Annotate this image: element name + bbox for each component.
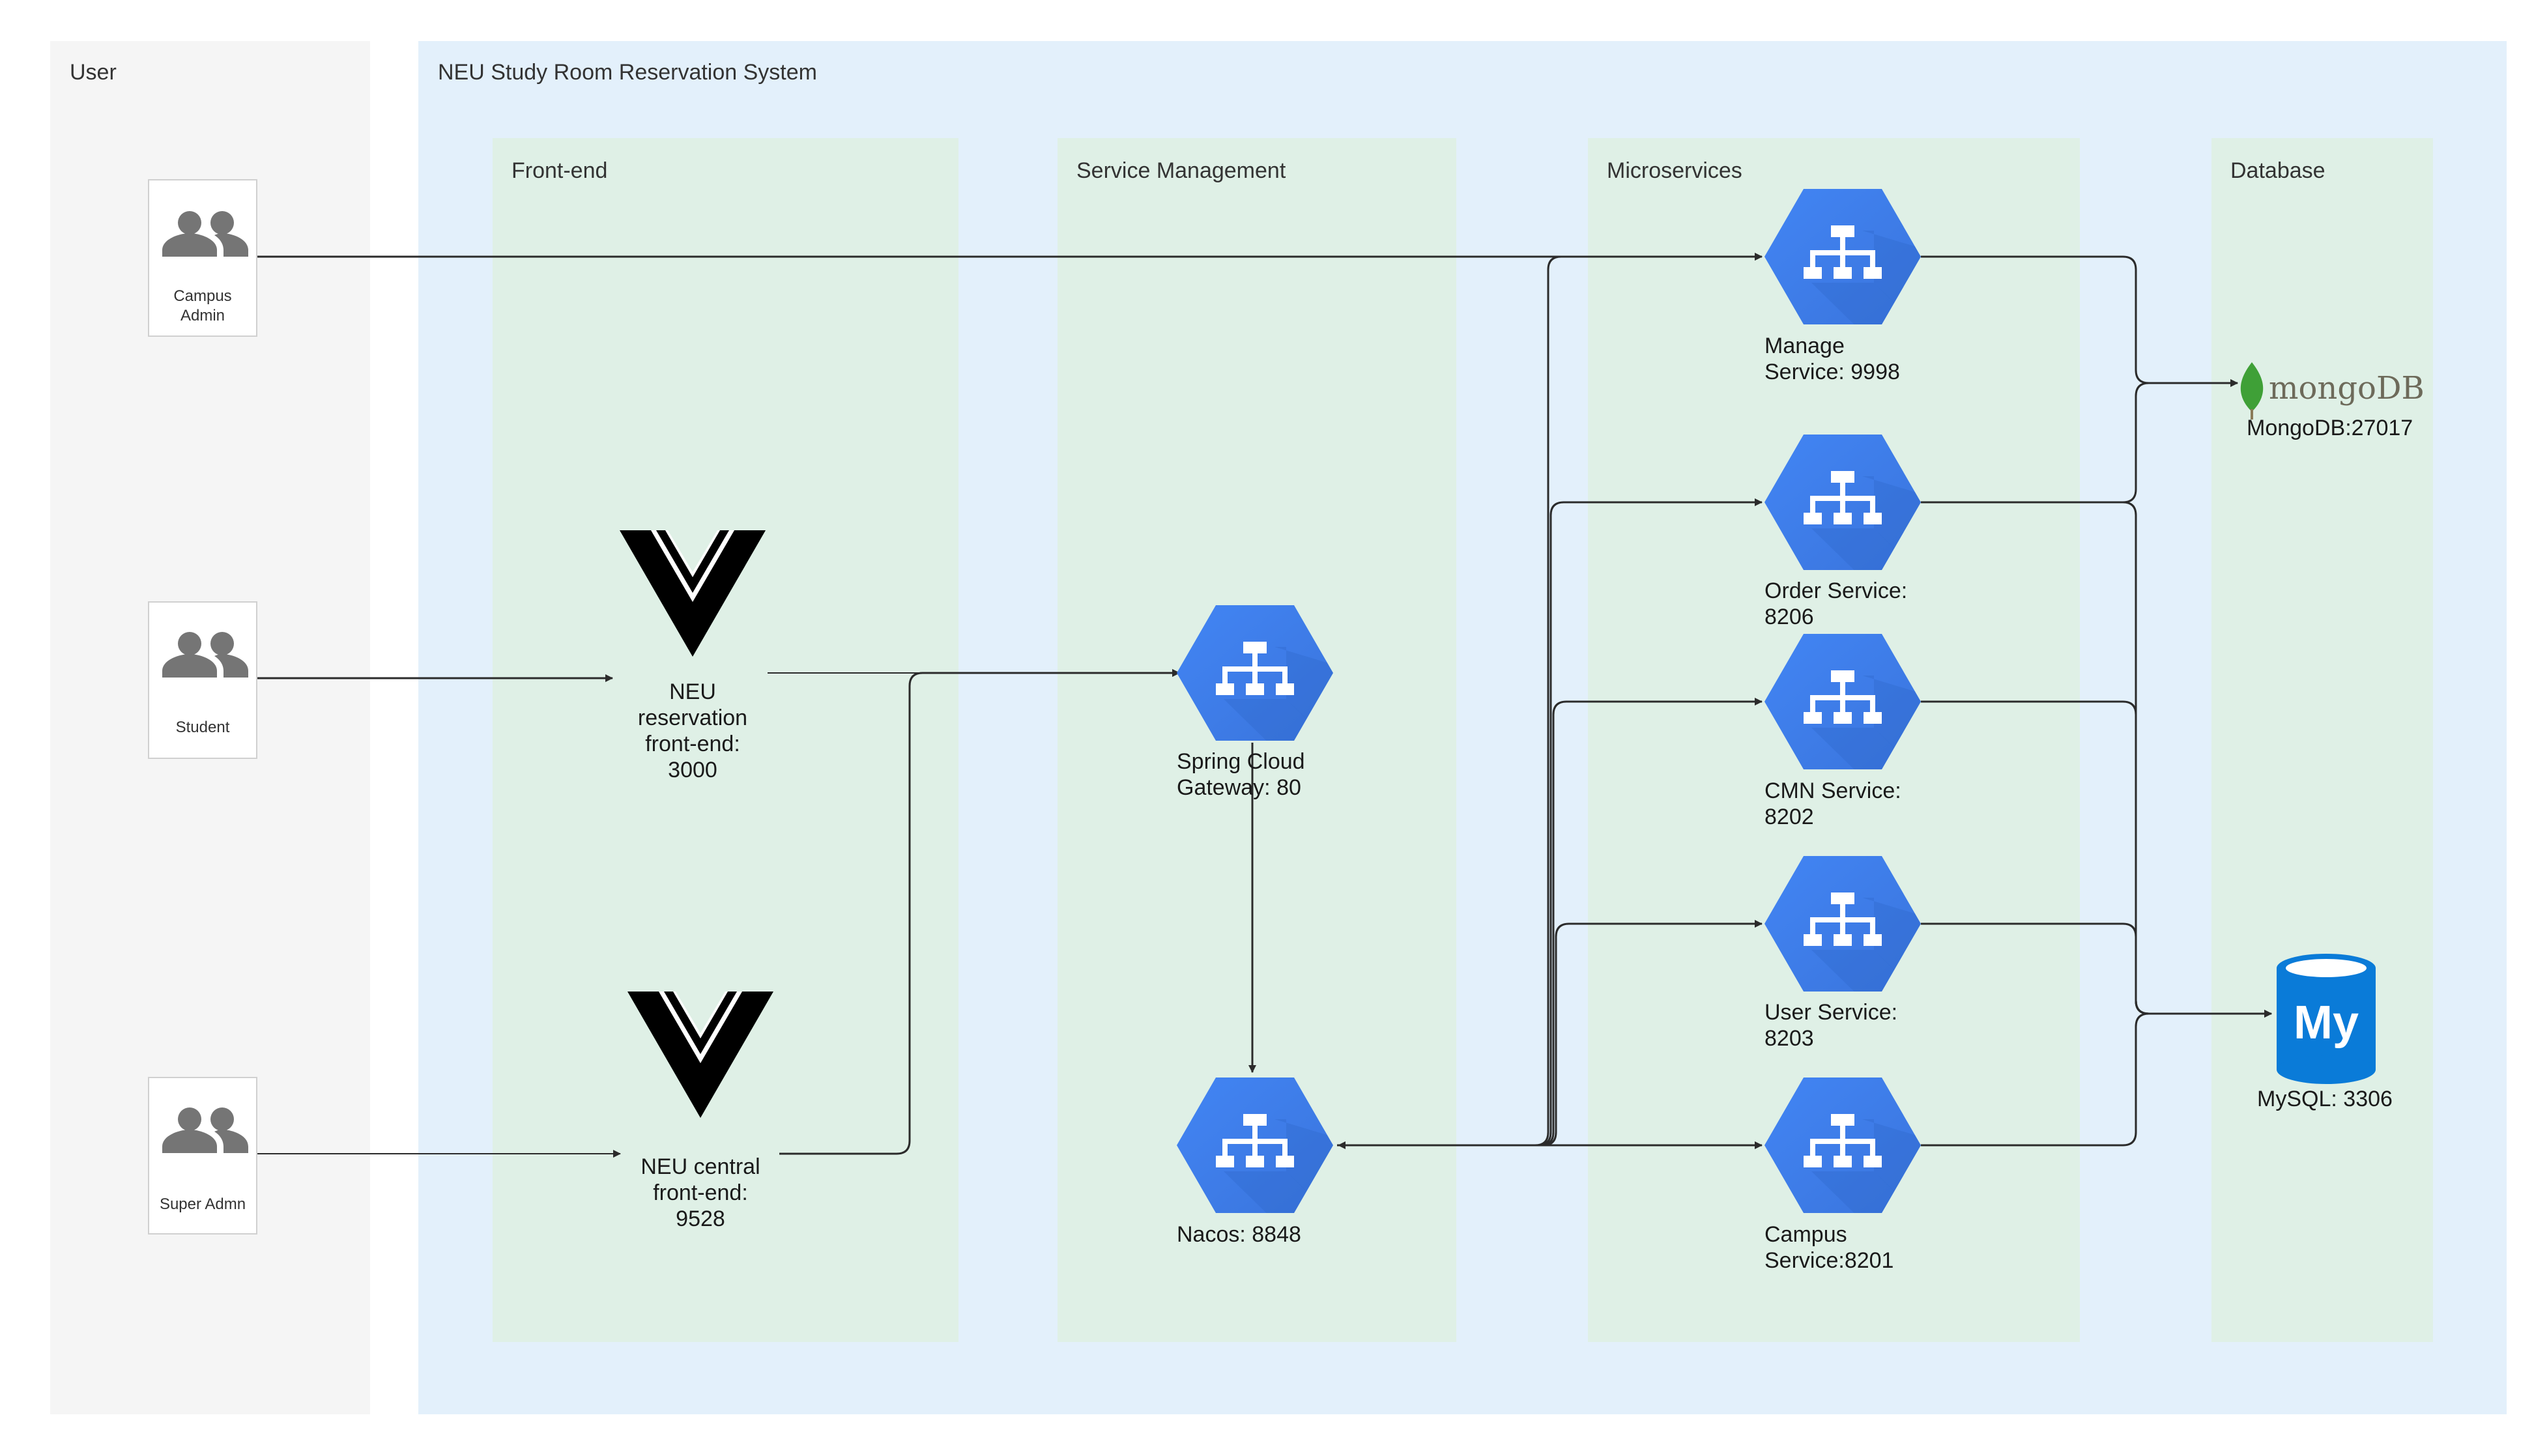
mysql-logo-text: My (2294, 997, 2359, 1049)
mysql-label: MySQL: 3306 (2257, 1087, 2393, 1111)
frontend-column (493, 138, 958, 1342)
gateway-node[interactable]: Spring Cloud Gateway: 80 (1177, 605, 1340, 800)
mongodb-logo-text: mongoDB (2269, 370, 2425, 407)
gateway-label-line1: Spring Cloud (1177, 749, 1305, 774)
database-title: Database (2230, 158, 2325, 183)
campus-admin-card[interactable]: Campus Admin (148, 179, 257, 337)
service-management-title: Service Management (1076, 158, 1286, 183)
system-zone-title: NEU Study Room Reservation System (438, 60, 817, 85)
gateway-label-line2: Gateway: 80 (1177, 775, 1301, 800)
nacos-node[interactable]: Nacos: 8848 (1177, 1078, 1340, 1247)
connectors (257, 253, 2272, 1158)
campus-service-line1: Campus (1764, 1222, 1847, 1247)
order-service-line2: 8206 (1764, 605, 1814, 629)
central-frontend-node[interactable]: NEU central front-end: 9528 (627, 992, 773, 1231)
frontend-title: Front-end (511, 158, 607, 183)
mysql-cylinder-icon (2277, 954, 2376, 1084)
reservation-frontend-node[interactable]: NEU reservation front-end: 3000 (620, 530, 766, 782)
super-admin-card[interactable]: Super Admn (148, 1077, 257, 1235)
order-service-node[interactable]: Order Service: 8206 (1764, 435, 1927, 629)
central-frontend-line2: front-end: (653, 1180, 748, 1205)
mysql-node[interactable]: My MySQL: 3306 (2257, 954, 2393, 1111)
manage-service-node[interactable]: Manage Service: 9998 (1764, 189, 1927, 384)
edge-manage-to-mongodb (1921, 255, 2238, 387)
user-service-line1: User Service: (1764, 1000, 1897, 1025)
user-zone-title: User (70, 60, 117, 85)
reservation-frontend-line1: NEU (669, 679, 716, 704)
order-service-line1: Order Service: (1764, 578, 1907, 603)
student-card[interactable]: Student (148, 601, 257, 759)
edge-central-frontend-to-gateway (779, 669, 1180, 1155)
mongodb-leaf-icon (2240, 362, 2264, 420)
edge-campus-to-mysql (1921, 1010, 2272, 1147)
user-service-line2: 8203 (1764, 1026, 1814, 1051)
reservation-frontend-line4: 3000 (668, 758, 717, 782)
cmn-service-node[interactable]: CMN Service: 8202 (1764, 634, 1927, 829)
manage-service-line2: Service: 9998 (1764, 360, 1900, 384)
mongodb-node[interactable]: mongoDB MongoDB:27017 (2240, 362, 2425, 440)
central-frontend-line1: NEU central (641, 1154, 760, 1179)
campus-service-line2: Service:8201 (1764, 1248, 1893, 1273)
edge-user-to-mysql (1921, 922, 2272, 1018)
central-frontend-line3: 9528 (676, 1206, 725, 1231)
campus-admin-label-line2: Admin (180, 307, 225, 324)
mongodb-label: MongoDB:27017 (2247, 416, 2413, 440)
cmn-service-line1: CMN Service: (1764, 778, 1901, 803)
student-label: Student (176, 719, 230, 736)
edge-order-to-mongodb (1921, 379, 2238, 504)
nacos-label: Nacos: 8848 (1177, 1222, 1301, 1247)
super-admin-label: Super Admn (160, 1195, 246, 1213)
campus-service-node[interactable]: Campus Service:8201 (1764, 1078, 1927, 1273)
database-column (2211, 138, 2433, 1342)
reservation-frontend-line2: reservation (638, 706, 747, 730)
campus-admin-label-line1: Campus (173, 287, 231, 305)
user-service-node[interactable]: User Service: 8203 (1764, 856, 1927, 1051)
manage-service-line1: Manage (1764, 334, 1845, 358)
reservation-frontend-line3: front-end: (645, 732, 740, 756)
cmn-service-line2: 8202 (1764, 805, 1814, 829)
microservices-title: Microservices (1607, 158, 1742, 183)
